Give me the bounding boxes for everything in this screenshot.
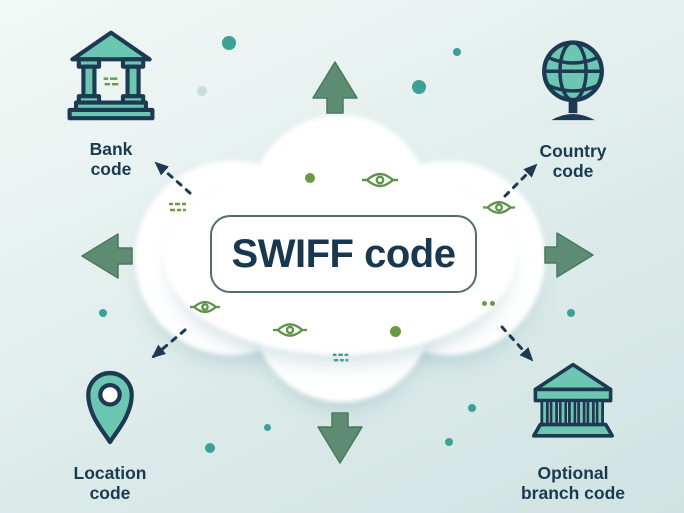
arrow-up-icon xyxy=(312,61,358,114)
bank-code-label: Bank code xyxy=(36,139,186,179)
decor-dot xyxy=(305,173,315,183)
globe-icon xyxy=(542,40,604,121)
decor-dot xyxy=(197,86,207,96)
node-bank-code: Bank code xyxy=(36,28,186,179)
arrow-right-icon xyxy=(544,232,594,278)
decor-dot xyxy=(264,424,271,431)
bank-code-line2: code xyxy=(90,159,132,179)
decor-dot xyxy=(390,326,401,337)
scribble-doodle-icon xyxy=(169,202,186,212)
country-code-line2: code xyxy=(552,161,594,181)
branch-code-label: Optional branch code xyxy=(498,463,648,503)
dashed-arrow-top-right-icon xyxy=(503,163,538,198)
eye-doodle-icon xyxy=(273,323,307,337)
location-code-label: Location code xyxy=(35,463,185,503)
decor-dot xyxy=(482,301,487,306)
scribble-doodle-icon xyxy=(332,353,349,362)
decor-dot xyxy=(412,80,426,94)
dashed-arrow-bottom-left-icon xyxy=(151,328,187,359)
eye-doodle-icon xyxy=(362,172,398,188)
branch-building-icon xyxy=(532,362,614,438)
decor-dot xyxy=(205,443,215,453)
branch-code-line2: branch code xyxy=(520,483,626,503)
decor-dot xyxy=(468,404,476,412)
eye-doodle-icon xyxy=(190,300,220,314)
country-code-line1: Country xyxy=(539,141,607,161)
location-pin-icon xyxy=(86,370,134,445)
decor-dot xyxy=(222,36,236,50)
decor-dot xyxy=(99,309,107,317)
swift-code-label: SWIFF code xyxy=(231,231,456,276)
node-country-code: Country code xyxy=(498,36,648,181)
eye-doodle-icon xyxy=(483,201,515,214)
location-code-line1: Location xyxy=(73,463,147,483)
swift-code-box: SWIFF code xyxy=(210,215,477,293)
decor-dot xyxy=(490,301,495,306)
dashed-arrow-bottom-right-icon xyxy=(500,325,534,362)
location-code-line2: code xyxy=(89,483,131,503)
bank-code-line1: Bank xyxy=(89,139,133,159)
node-location-code: Location code xyxy=(35,366,185,503)
branch-code-line1: Optional xyxy=(537,463,609,483)
arrow-left-icon xyxy=(81,233,133,279)
decor-dot xyxy=(445,438,453,446)
arrow-down-icon xyxy=(317,412,363,464)
dashed-arrow-top-left-icon xyxy=(154,161,192,195)
country-code-label: Country code xyxy=(498,141,648,181)
bank-icon xyxy=(67,30,155,121)
node-branch-code: Optional branch code xyxy=(498,360,648,503)
decor-dot xyxy=(567,309,575,317)
decor-dot xyxy=(453,48,461,56)
